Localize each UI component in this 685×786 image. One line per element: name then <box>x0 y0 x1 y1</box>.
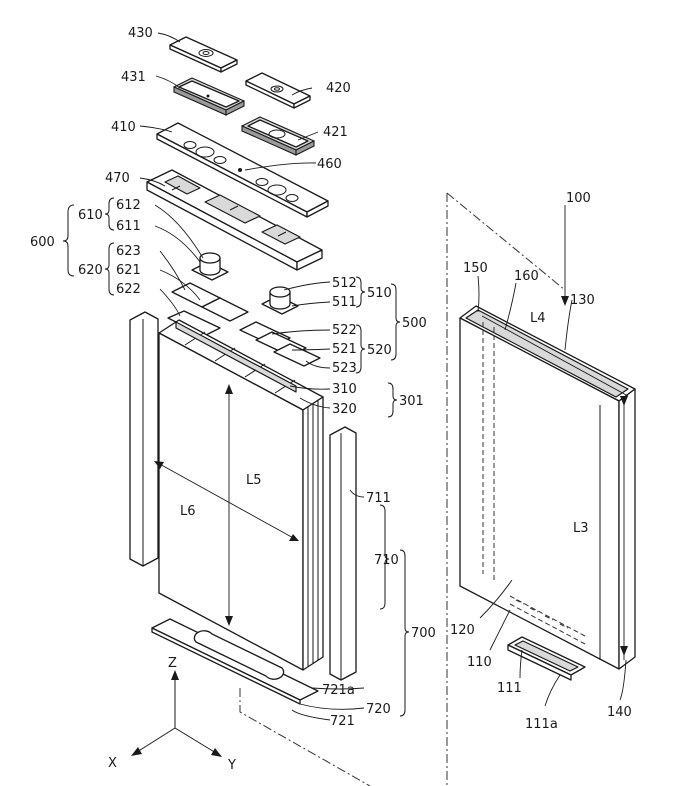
coordinate-axes <box>131 670 222 757</box>
label-460: 460 <box>317 157 342 172</box>
label-610: 610 <box>78 208 103 223</box>
side-plate-left <box>130 312 158 566</box>
label-623: 623 <box>116 244 141 259</box>
label-620: 620 <box>78 263 103 278</box>
label-140: 140 <box>607 705 632 720</box>
label-711: 711 <box>366 491 391 506</box>
side-plate-711 <box>330 427 356 680</box>
label-L5: L5 <box>246 473 262 488</box>
electrode-assembly-301 <box>159 320 323 670</box>
label-L3: L3 <box>573 521 589 536</box>
axis-label-x: X <box>108 756 117 771</box>
label-622: 622 <box>116 282 141 297</box>
part-421-cover <box>242 117 314 155</box>
part-431-cover <box>174 78 244 115</box>
label-310: 310 <box>332 382 357 397</box>
label-120: 120 <box>450 623 475 638</box>
label-511: 511 <box>332 295 357 310</box>
label-111: 111 <box>497 681 522 696</box>
axis-label-z: Z <box>168 656 177 671</box>
label-430: 430 <box>128 26 153 41</box>
label-600: 600 <box>30 235 55 250</box>
label-721a: 721a <box>322 683 355 698</box>
label-110: 110 <box>467 655 492 670</box>
label-520: 520 <box>367 343 392 358</box>
label-611: 611 <box>116 219 141 234</box>
terminal-511 <box>262 287 298 314</box>
label-700: 700 <box>411 626 436 641</box>
label-721: 721 <box>330 714 355 729</box>
label-320: 320 <box>332 402 357 417</box>
label-410: 410 <box>111 120 136 135</box>
label-521: 521 <box>332 342 357 357</box>
label-522: 522 <box>332 323 357 338</box>
label-111a: 111a <box>525 717 558 732</box>
label-512: 512 <box>332 276 357 291</box>
label-160: 160 <box>514 269 539 284</box>
label-130: 130 <box>570 293 595 308</box>
label-720: 720 <box>366 702 391 717</box>
terminal-611 <box>192 253 228 280</box>
battery-case-100 <box>447 193 635 786</box>
label-710: 710 <box>374 553 399 568</box>
label-621: 621 <box>116 263 141 278</box>
label-301: 301 <box>399 394 424 409</box>
assembly-guide-lines <box>240 688 370 786</box>
part-430-cover <box>170 37 237 72</box>
axis-label-y: Y <box>227 758 236 773</box>
label-L4: L4 <box>530 311 546 326</box>
label-470: 470 <box>105 171 130 186</box>
label-612: 612 <box>116 198 141 213</box>
label-420: 420 <box>326 81 351 96</box>
label-523: 523 <box>332 361 357 376</box>
label-500: 500 <box>402 316 427 331</box>
label-510: 510 <box>367 286 392 301</box>
label-431: 431 <box>121 70 146 85</box>
label-100: 100 <box>566 191 591 206</box>
label-L6: L6 <box>180 504 196 519</box>
label-421: 421 <box>323 125 348 140</box>
label-150: 150 <box>463 261 488 276</box>
